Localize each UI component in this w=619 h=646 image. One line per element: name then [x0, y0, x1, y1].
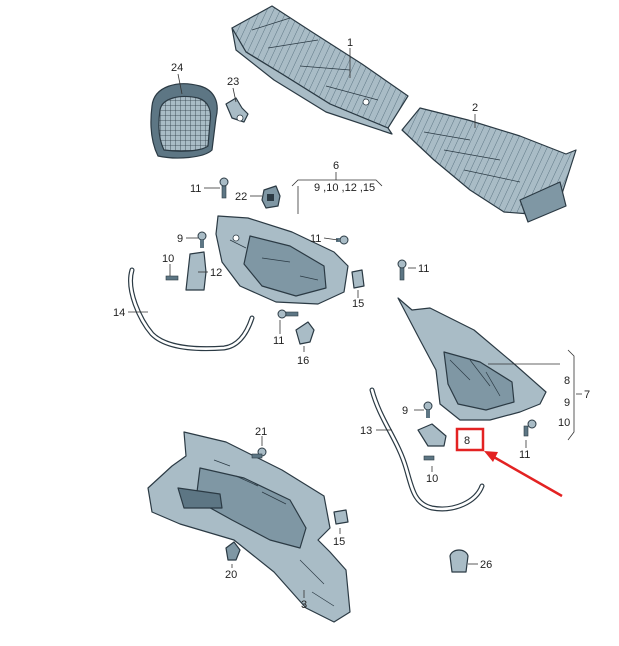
callout-10-a: 10: [162, 253, 174, 265]
part-10-pin-a: [165, 275, 179, 281]
callout-1: 1: [347, 37, 353, 49]
highlight-arrow-shaft: [491, 454, 563, 498]
callout-8-right: 8: [564, 375, 570, 387]
part-3-plenum-panel: [147, 431, 351, 623]
part-16-cap: [295, 321, 315, 345]
part-12-bracket: [185, 251, 207, 291]
part-2-water-box-cover-right: [401, 107, 577, 223]
part-9-clip-b: [423, 401, 433, 418]
callout-10-right: 10: [558, 417, 570, 429]
highlight-annotation: 8: [455, 427, 563, 498]
part-20-nut: [225, 541, 241, 561]
callout-8-highlighted: 8: [464, 435, 470, 447]
part-11-screw-d: [397, 259, 407, 281]
callout-9-a: 9: [177, 233, 183, 245]
callout-6-sub: 9 ,10 ,12 ,15: [314, 182, 375, 194]
part-6-cover-left: [215, 215, 349, 305]
highlight-arrow-head: [484, 451, 498, 462]
highlight-box: [455, 427, 485, 452]
callout-10-b: 10: [426, 473, 438, 485]
callout-12: 12: [210, 267, 222, 279]
part-11-screw-a: [219, 177, 229, 199]
part-8-bracket: [417, 423, 447, 447]
callout-13: 13: [360, 425, 372, 437]
part-10-pin-b: [423, 455, 435, 461]
callout-22: 22: [235, 191, 247, 203]
callout-9-b: 9: [402, 405, 408, 417]
callout-15-a: 15: [352, 298, 364, 310]
part-7-cover-right: [397, 297, 547, 421]
callout-16: 16: [297, 355, 309, 367]
callout-23: 23: [227, 76, 239, 88]
callout-11-b: 11: [310, 233, 321, 245]
callout-11-d: 11: [418, 263, 429, 275]
callout-21: 21: [255, 426, 267, 438]
callout-labels: 1 2 24 23 6 9 ,10 ,12 ,15 11 22 11 9 10 …: [113, 37, 590, 611]
part-24-air-inlet-grille: [150, 83, 218, 159]
callout-11-c: 11: [273, 335, 284, 347]
callout-26: 26: [480, 559, 492, 571]
part-13-hose: [369, 387, 485, 512]
part-26-cap: [449, 549, 469, 573]
part-11-screw-c: [277, 309, 299, 319]
callout-3: 3: [301, 599, 307, 611]
callout-11-a: 11: [190, 183, 201, 195]
part-23-clip: [225, 97, 249, 123]
part-14-hose: [128, 267, 255, 352]
callout-6: 6: [333, 160, 339, 172]
part-11-screw-e: [523, 419, 537, 437]
callout-20: 20: [225, 569, 237, 581]
callout-7: 7: [584, 389, 590, 401]
part-1-water-box-cover-left: [231, 5, 409, 135]
part-15-clip-upper: [351, 269, 365, 289]
callout-9-right: 9: [564, 397, 570, 409]
leader-lines: [128, 48, 582, 598]
part-9-clip-a: [197, 231, 207, 248]
callout-2: 2: [472, 102, 478, 114]
callout-15-b: 15: [333, 536, 345, 548]
part-15-clip-lower: [333, 509, 349, 525]
callout-11-e: 11: [519, 449, 530, 461]
part-21-screw: [251, 447, 267, 459]
part-22-grommet: [261, 185, 281, 209]
callout-24: 24: [171, 62, 183, 74]
callout-14: 14: [113, 307, 125, 319]
